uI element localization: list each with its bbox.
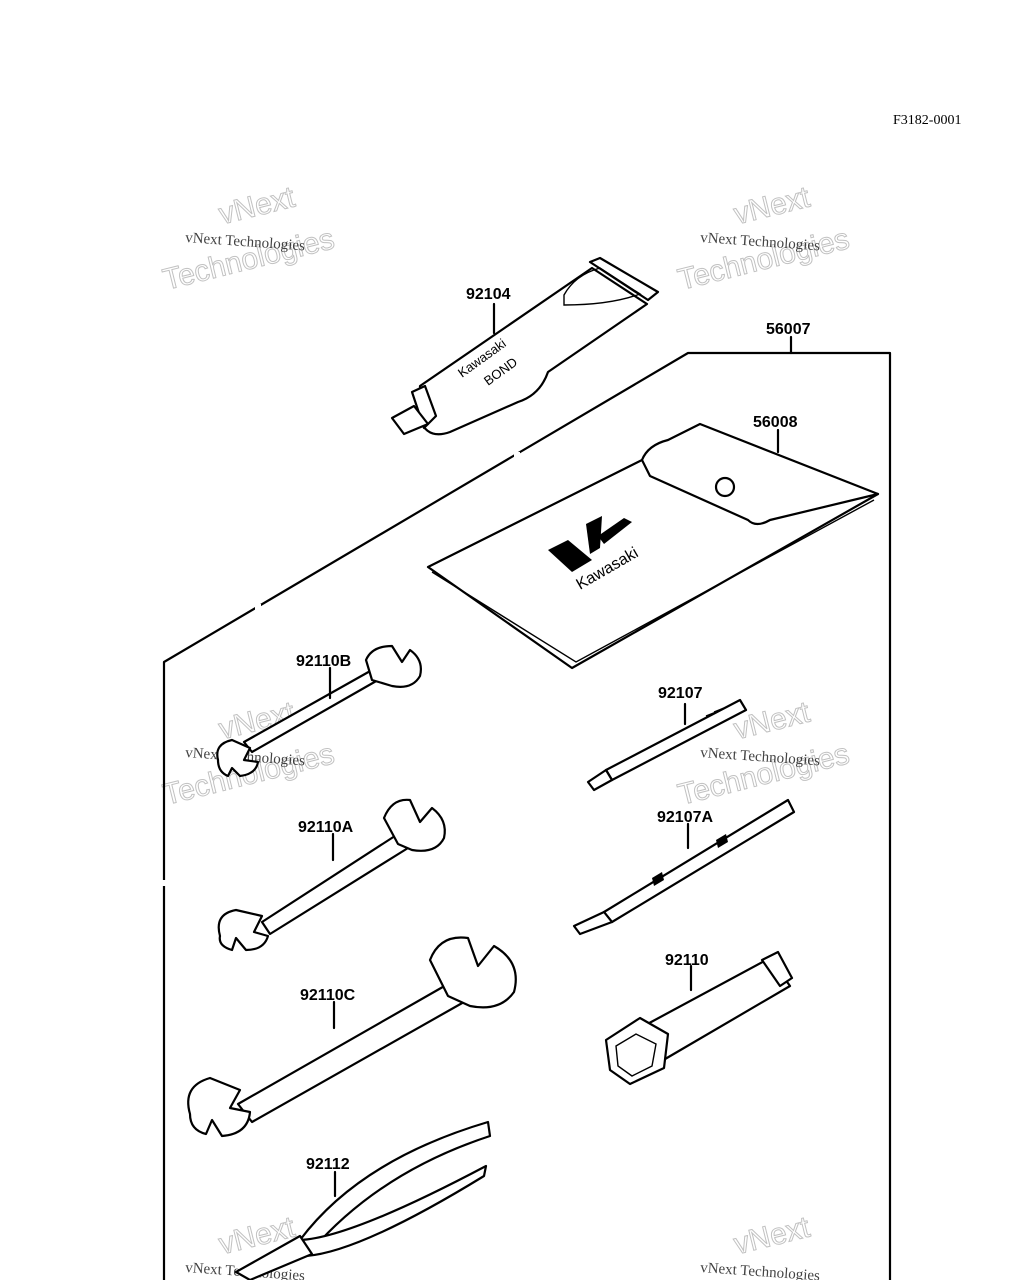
figure-code: F3182-0001 <box>893 113 961 128</box>
pliers-drawing <box>234 1120 492 1280</box>
part-number-92110a: 92110A <box>298 819 354 836</box>
tool-bag-drawing: Kawasaki <box>426 422 880 670</box>
part-number-92110c: 92110C <box>300 987 356 1004</box>
part-number-56008: 56008 <box>753 414 798 431</box>
part-number-92110b: 92110B <box>296 653 351 670</box>
screwdriver-grip-drawing <box>572 798 796 936</box>
bond-tube-drawing: Kawasaki BOND <box>390 256 660 436</box>
part-number-92104: 92104 <box>466 286 511 303</box>
svg-text:vNext: vNext <box>216 181 299 232</box>
wrench-large-drawing <box>187 936 517 1138</box>
plug-wrench-drawing <box>604 950 794 1086</box>
svg-text:vNext Technologies: vNext Technologies <box>700 1260 821 1280</box>
part-number-92107a: 92107A <box>657 809 713 826</box>
svg-text:vNext: vNext <box>731 1211 814 1262</box>
tool-kit-boundary <box>161 335 892 1280</box>
svg-text:vNext: vNext <box>731 181 814 232</box>
part-number-92112: 92112 <box>306 1156 350 1173</box>
screwdriver-bit-drawing <box>586 698 748 792</box>
part-number-92110: 92110 <box>665 952 709 969</box>
wrench-medium-drawing <box>217 798 446 952</box>
part-number-56007: 56007 <box>766 321 811 338</box>
part-number-92107: 92107 <box>658 685 703 702</box>
